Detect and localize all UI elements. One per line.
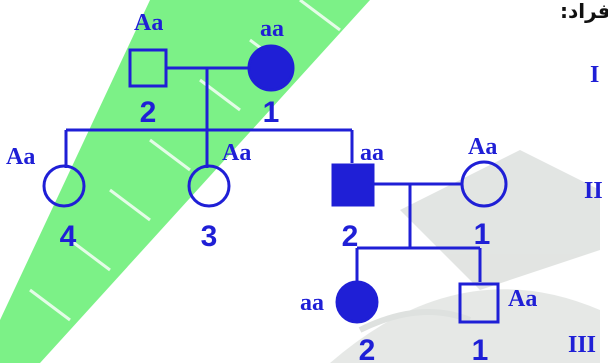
generation-label-II: II: [584, 178, 603, 204]
genotype-label: Aa: [508, 286, 537, 312]
individual-number: 1: [263, 96, 280, 129]
individual-number: 3: [201, 220, 218, 253]
individual-number: 2: [359, 334, 376, 363]
genotype-label: aa: [260, 16, 284, 42]
genotype-label: aa: [360, 140, 384, 166]
individual-II2: aa 2: [331, 140, 384, 253]
female-symbol: [187, 164, 231, 208]
individual-III2: aa 2: [300, 280, 379, 363]
generation-label-I: I: [590, 62, 599, 88]
header-text: لتركيب الجيني للأفراد:: [560, 0, 608, 24]
male-symbol: [128, 48, 168, 88]
female-symbol: [460, 160, 508, 208]
generation-label-III: III: [568, 332, 596, 358]
genotype-label: Aa: [222, 140, 251, 166]
male-symbol-affected: [331, 163, 375, 207]
individual-number: 4: [60, 220, 77, 253]
pedigree-lines: [64, 66, 482, 282]
genotype-label: Aa: [134, 10, 163, 36]
green-highlight-band: [0, 0, 370, 363]
female-symbol: [42, 164, 86, 208]
female-symbol-affected: [335, 280, 379, 324]
individual-number: 2: [140, 96, 157, 129]
genotype-label: Aa: [468, 134, 497, 160]
individual-II1: Aa 1: [460, 134, 508, 251]
individual-I2: Aa 2: [128, 10, 168, 129]
female-symbol-affected: [247, 44, 295, 92]
individual-I1: aa 1: [247, 16, 295, 129]
individual-II3: Aa 3: [187, 140, 251, 253]
genotype-label: Aa: [6, 144, 35, 170]
individual-number: 2: [342, 220, 359, 253]
individual-III1: Aa 1: [458, 282, 537, 363]
male-symbol: [458, 282, 500, 324]
individual-II4: Aa 4: [6, 144, 86, 253]
individual-number: 1: [472, 334, 489, 363]
genotype-label: aa: [300, 290, 324, 316]
individual-number: 1: [474, 218, 491, 251]
